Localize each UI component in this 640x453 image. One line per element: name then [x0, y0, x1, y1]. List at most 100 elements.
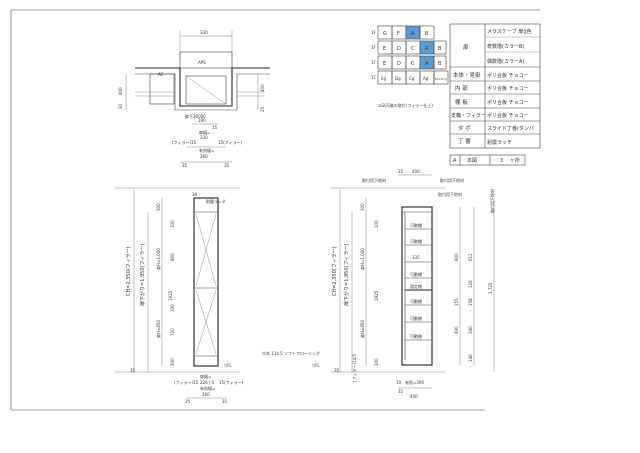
section-overall-label: CH=2,350(フィラー) — [332, 246, 338, 296]
spec-footer-code: A — [453, 158, 457, 164]
grid-cell: A — [425, 46, 429, 52]
grid-cell: Ag — [423, 76, 429, 81]
section-floor-label: ▽FL — [312, 363, 320, 368]
front-plinth-label: 巾木 114.5 ソフトフローリング — [262, 350, 320, 356]
front-v800: 800 — [170, 253, 175, 261]
plan-right-dim2: 25 — [260, 106, 265, 112]
spec-value: スライド丁番(ダンパ — [487, 125, 534, 132]
color-grid: 1F 1F 1F 1F G F A B E D C A B E D C A — [371, 25, 449, 108]
spec-value: メラスケーブ 扉(J色 — [487, 28, 532, 35]
grid-row-label: 1F — [371, 45, 377, 50]
front-bottom-35b: 35 — [222, 399, 228, 404]
grid-row-label: 1F — [371, 75, 377, 80]
section-v850: 扉H=850 — [359, 320, 365, 338]
grid-cell: C — [411, 61, 415, 67]
front-bottom-eff: 扉幅= — [200, 373, 211, 379]
plan-note-eff: 扉幅= — [199, 129, 210, 135]
plan-left-dim2: 30 — [118, 103, 123, 109]
spec-value: ポリ合板 チョコー — [487, 112, 529, 119]
section-door-label: 扉下がり=1,950(フィラー) — [343, 244, 350, 306]
right-dim: 158 — [468, 298, 473, 306]
section-v100: 100 — [374, 220, 379, 228]
section-bottom-eff: 有効=390 — [405, 379, 424, 385]
grid-cell: Dg — [395, 76, 401, 81]
plan-note-gap: 扉下30000 — [185, 113, 206, 119]
section-top-400: 400 — [412, 169, 420, 174]
front-v100a: 100 — [170, 220, 175, 228]
spec-head-body: 本体・見掛 — [453, 71, 481, 79]
spec-head-hinge: 丁 番 — [458, 138, 471, 145]
shelf-label: 可動棚 — [410, 222, 422, 228]
section-floor-note: (フィラー)14.5 — [351, 354, 357, 382]
front-floor-label: ▽FL — [224, 363, 232, 368]
front-v100b: 100 — [170, 304, 175, 312]
front-v300: 300 — [156, 203, 161, 211]
plan-filler-l: (フィラー)15 — [172, 139, 197, 145]
grid-cell: G — [383, 31, 387, 37]
spec-table: 扉 本体・見掛 内 部 棚 板 支輪・フィラー ダ ボ 丁 番 メラスケーブ 扉… — [449, 23, 541, 166]
section-label-right: 取付用下地材 — [440, 177, 464, 183]
shelf-label: 可動棚 — [410, 333, 422, 339]
spec-value: 耐震ラッチ — [487, 139, 512, 146]
plan-d35b: 35 — [224, 163, 230, 168]
grid-cell: A — [425, 61, 429, 67]
plan-width-top: 330 — [200, 30, 208, 35]
section-bottom-35: 35 — [398, 389, 404, 394]
front-v1000: 扉H=1,000 — [155, 248, 161, 270]
plan-label-ac: AC — [158, 72, 164, 77]
grid-cell: Ex+Ecg — [435, 77, 447, 81]
grid-cell: B — [425, 31, 429, 37]
plan-note-main: 有効幅= — [199, 147, 214, 153]
spec-value: 偶数階(カラーA) — [487, 58, 524, 65]
plan-d230: 230 — [200, 135, 208, 140]
spec-value: 奇数階(カラーB) — [487, 43, 524, 50]
front-bottom-35a: 35 — [185, 399, 191, 404]
plan-d190: 190 — [198, 118, 206, 123]
section-v300: 300 — [360, 203, 365, 211]
spec-footer-label: 本図 — [467, 157, 477, 164]
spec-head-interior: 内 部 — [455, 84, 468, 92]
grid-cell: A — [411, 31, 415, 37]
section-shelves — [405, 228, 432, 341]
front-top-dim: 30 — [192, 192, 198, 197]
front-elevation: 30 耐震ラッチ CH=2,350(フィラー) 扉下がり=1,950(フィラー)… — [115, 187, 320, 404]
grid-cell: B — [438, 46, 442, 52]
plan-d35a: 35 — [182, 163, 188, 168]
section-view: 35 400 取付用下地材 取付用下地材 取付用下地材 可動棚 可動棚 335 … — [312, 169, 495, 399]
front-overall-label: CH=2,350(フィラー) — [126, 246, 132, 296]
shelf-label: 可動棚 — [410, 238, 422, 244]
right-dim: 340 — [468, 326, 473, 334]
spec-head-shelf: 棚 板 — [455, 98, 468, 106]
right-dim: 146 — [468, 354, 473, 362]
section-bottom-400: 400 — [410, 394, 418, 399]
right-dim: 600 — [454, 253, 459, 261]
front-v100c: 100 — [170, 358, 175, 366]
section-v100b: 100 — [374, 358, 379, 366]
section-top-dim: 35 — [398, 169, 404, 174]
front-bottom-filler-r: 15(フィラー) — [219, 379, 244, 385]
spec-value: ポリ合板 チョコー — [487, 72, 529, 79]
front-bottom-260: 260 — [202, 392, 210, 397]
color-grid-row-labels: 1F 1F 1F 1F — [371, 30, 377, 80]
plan-view: 330 APS AC 400 30 400 25 扉下30000 190 15 … — [118, 30, 270, 168]
shelf-label: 可動棚 — [410, 315, 422, 321]
spec-value: ポリ合板 チョコー — [487, 99, 529, 106]
front-door-label: 扉下がり=1,950(フィラー) — [139, 244, 146, 306]
right-dim: 612 — [468, 253, 473, 261]
spec-head-filler: 支輪・フィラー — [451, 112, 486, 119]
grid-cell: B — [438, 61, 442, 67]
shelf-label: 固定棚 — [410, 283, 422, 289]
grid-cell: C — [411, 46, 415, 52]
section-v35: 35 — [334, 368, 340, 373]
spec-head-dowel: ダ ボ — [458, 124, 471, 132]
front-v35: 35 — [130, 368, 136, 373]
grid-cell: Eg — [381, 76, 387, 81]
front-v850: 扉H=850 — [155, 320, 161, 338]
grid-row-label: 1F — [371, 60, 377, 65]
right-dim: 1,725 — [488, 282, 493, 294]
grid-cell: E — [383, 46, 386, 52]
section-label-ceil: 取付用下地材 — [362, 177, 386, 183]
grid-cell: Cg — [409, 76, 415, 81]
section-v1000: 扉H=1,000 — [359, 248, 365, 270]
